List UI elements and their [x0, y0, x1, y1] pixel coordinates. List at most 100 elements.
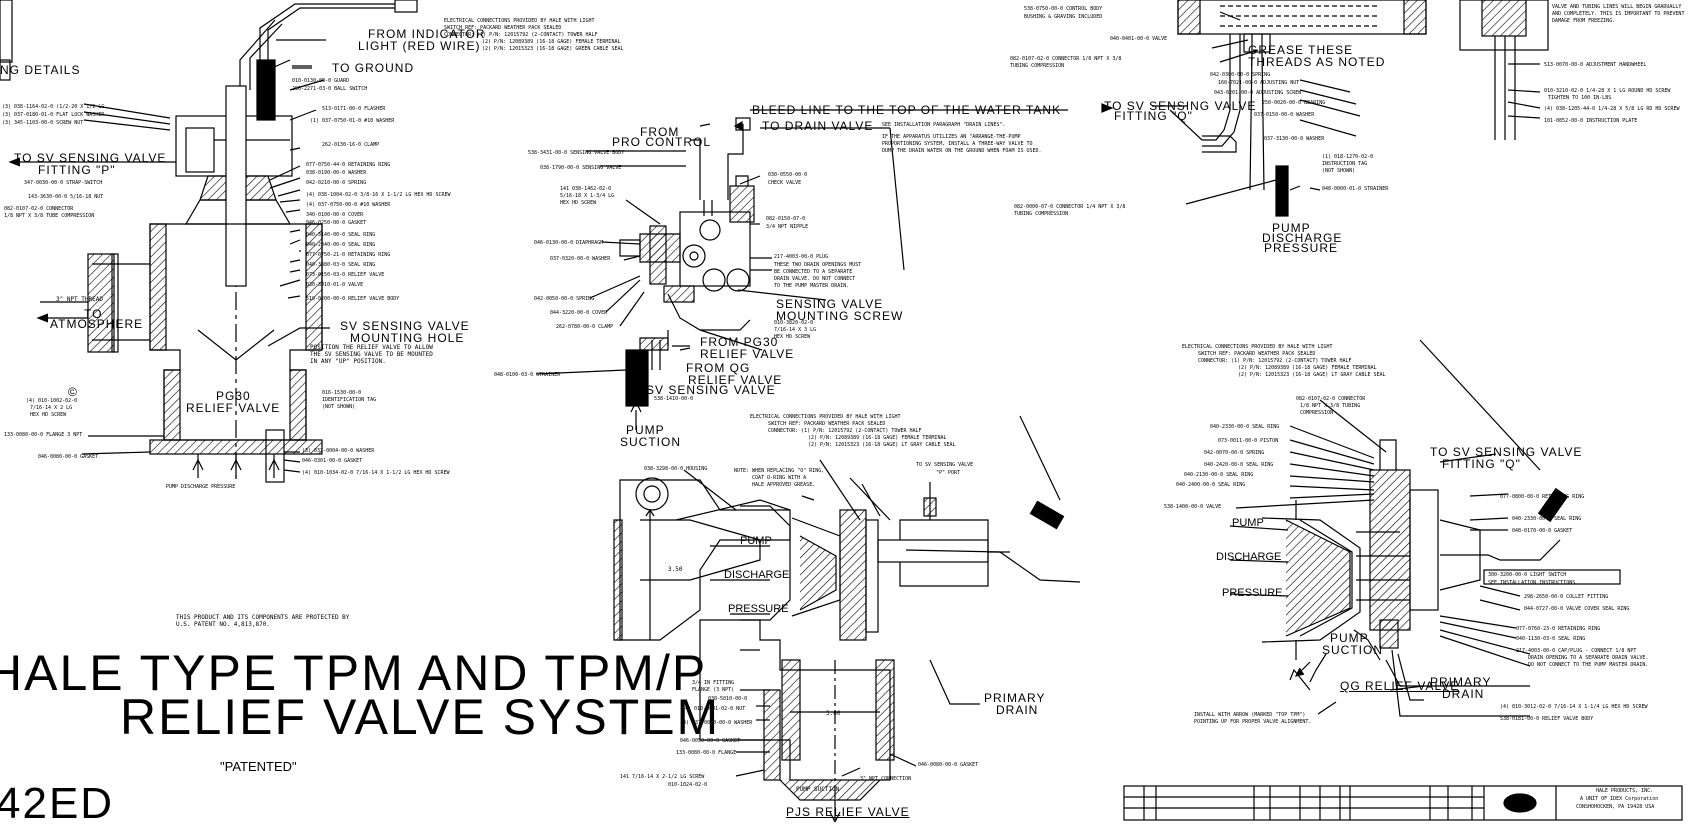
rb-pump-suction-1: PUMP [1330, 631, 1369, 645]
left-part-21: 077-0750-21-0 RETAINING RING [306, 252, 391, 258]
left-part-32: IDENTIFICATION TAG [322, 397, 377, 403]
rt-part-5: 042-0300-00-0 SPRING [1210, 72, 1271, 78]
pg30-relief-label: RELIEF VALVE [186, 401, 281, 415]
to-sv-sensing-left-1: TO SV SENSING VALVE [14, 151, 167, 165]
install-note-2: IF THE APPARATUS UTILIZES AN "ARRANGE-TH… [882, 134, 1021, 140]
company-unit: A UNIT OF IDEX Corporation [1580, 796, 1659, 802]
sensing-valve-assembly [535, 109, 1068, 430]
left-part-25: 510-0200-00-0 RELIEF VALVE BODY [306, 296, 400, 302]
pjs-part-8: 141 7/16-14 X 2-1/2 LG SCREW [620, 774, 705, 780]
ct-part-5: 046-0130-00-0 DIAPHRAGM [534, 240, 604, 246]
rt-part-8: 250-0020-00-0 BEARING [1262, 100, 1326, 106]
left-part-27: 7/16-14 X 2 LG [30, 405, 73, 411]
left-part-17: 340-0100-00-0 COVER [306, 212, 364, 218]
ct-part-11: 030-0550-00-0 [768, 172, 808, 178]
rt-part-1: BUSHING & GRAVING INCLUDED [1024, 14, 1103, 20]
left-part-36: (4) 010-1034-02-0 7/16-14 X 1-1/2 LG HEX… [302, 470, 450, 476]
rb-part-7: 040-2130-00-0 SEAL RING [1184, 472, 1254, 478]
rt-part-15: (NOT SHOWN) [1322, 168, 1356, 174]
left-part-9: 513-0171-00-0 FLASHER [322, 106, 386, 112]
rb-part-20: (4) 010-3012-02-0 7/16-14 X 1-1/4 LG HEX… [1500, 704, 1648, 710]
left-part-16: (4) 037-0750-00-0 #10 WASHER [306, 202, 391, 208]
rt-part-0: 538-0750-00-0 CONTROL BODY [1024, 6, 1103, 12]
rb-part-16: 040-1130-03-0 SEAL RING [1516, 636, 1586, 642]
rt-part-10: 037-3130-00-0 WASHER [1264, 136, 1325, 142]
left-part-0: (3) 038-1164-02-0 (1/2-20 X 1/2 LG [2, 104, 105, 110]
sv-sensing-mount-1: SV SENSING VALVE [340, 319, 470, 333]
pump-discharge-top-right-3: PRESSURE [1264, 241, 1339, 255]
rt-note-1: VALVE AND TUBING LINES WILL BEGIN GRADUA… [1552, 4, 1682, 10]
rb-part-4: 073-0011-00-0 PISTON [1218, 438, 1279, 444]
drawing-title-line-2: RELIEF VALVE SYSTEM [120, 689, 721, 745]
pjs-grease-2: COAT O-RING WITH A [752, 475, 807, 481]
left-elec-note-2: SWITCH REF: PACKARD WEATHER PACK SEALED [444, 25, 562, 31]
ct-part-0: 538-3431-00-0 SENSING VALVE BODY [528, 150, 625, 156]
left-part-2: (3) 345-1103-00-0 SCREW NUT [2, 120, 84, 126]
ct-part-6: 037-0320-00-0 WASHER [550, 256, 611, 262]
left-part-15: (4) 038-1004-02-0 3/8-16 X 1-1/2 LG HEX … [306, 192, 451, 198]
rt-part-21: 101-0852-00-0 INSTRUCTION PLATE [1544, 118, 1638, 124]
rb-part-21: 538-0181-00-0 RELIEF VALVE BODY [1500, 716, 1594, 722]
left-part-14: 042-0210-00-0 SPRING [306, 180, 367, 186]
pjs-pump-suction: PUMP SUCTION [796, 786, 840, 793]
rb-elec-2: SWITCH REF: PACKARD WEATHER PACK SEALED [1198, 351, 1316, 357]
rt-note-3: DAMAGE FROM FREEZING. [1552, 18, 1616, 24]
install-note-1: SEE INSTALLATION PARAGRAPH "DRAIN LINES"… [882, 122, 1006, 128]
from-pro-control-1: FROM [640, 125, 680, 139]
rb-primary-drain-1: PRIMARY [1430, 675, 1492, 689]
rb-install-2: POINTING UP FOR PROPER VALVE ALIGNMENT. [1194, 719, 1312, 725]
left-part-10: (1) 037-0750-01-0 #10 WASHER [310, 118, 395, 124]
qg-relief-valve [1229, 339, 1621, 717]
left-part-5: 082-0107-02-0 CONNECTOR [4, 206, 74, 212]
to-sv-sensing-left-2: FITTING "P" [38, 163, 116, 177]
grease-label-1: GREASE THESE [1248, 43, 1354, 57]
from-qg-label: FROM QG [686, 361, 751, 375]
pjs-part-9: 010-1024-02-0 [668, 782, 708, 788]
sv-note-3: IN ANY "UP" POSITION. [310, 358, 386, 365]
left-part-28: HEX HD SCREW [30, 412, 67, 418]
from-pg30-label: FROM PG30 [700, 335, 779, 349]
to-label: TO [84, 307, 103, 321]
ct-part-18: HEX HD SCREW [774, 334, 811, 340]
sv-sensing-valve-label: SV SENSING VALVE [646, 383, 776, 397]
ct-part-16: 010-3820-02-0 [774, 320, 814, 326]
rb-primary-drain-2: DRAIN [1442, 687, 1485, 701]
rb-to-sv-2: FITTING "Q" [1442, 457, 1521, 471]
left-part-24: 030-3010-01-0 VALVE [306, 282, 364, 288]
pjs-part-6: 046-0050-00-0 GASKET [680, 738, 741, 744]
ct-part-9: 262-0780-00-0 CLAMP [556, 324, 614, 330]
pjs-primary-drain-1: PRIMARY [984, 691, 1046, 705]
pjs-part-3: 038-5010-00-0 [708, 696, 748, 702]
rb-switch-2: SEE INSTALLATION INSTRUCTIONS [1488, 580, 1576, 586]
left-part-33: (NOT SHOWN) [322, 404, 356, 410]
rb-pressure-label: PRESSURE [1222, 587, 1283, 599]
ct-part-14: 3/4 NPT NIPPLE [766, 224, 809, 230]
left-elec-note-3: CONNECTOR: (1) P/N: 12015792 (2-CONTACT)… [444, 32, 598, 38]
drain-note-3: DRAIN VALVE. DO NOT CONNECT [774, 276, 856, 282]
drawing-number: 42ED [0, 779, 115, 828]
rt-part-7: 043-0201-00-0 ADJUSTING SCREW [1214, 90, 1302, 96]
rt-note-2: AND COMPLETELY. THIS IS IMPORTANT TO PRE… [1552, 11, 1685, 17]
rb-part-17: 217-4003-00-0 CAP/PLUG - CONNECT 1/8 NPT [1516, 648, 1637, 654]
pjs-part-2: FLANGE (3 NPT) [692, 687, 735, 693]
ct-part-4: HEX HD SCREW [560, 200, 597, 206]
rb-install-1: INSTALL WITH ARROW (MARKED "TOP TPM") [1194, 712, 1306, 718]
pjs-npt: 3" NPT CONNECTION [860, 776, 912, 782]
pjs-part-10: 046-0080-00-0 GASKET [918, 762, 979, 768]
pjs-elec-1: ELECTRICAL CONNECTIONS PROVIDED BY HALE … [750, 414, 901, 420]
left-part-19: 040-3140-00-0 SEAL RING [306, 232, 376, 238]
from-qg-relief: RELIEF VALVE [688, 373, 783, 387]
pjs-to-sv-2: "P" PORT [936, 470, 961, 476]
pjs-part-1: 3/4 IN FITTING [692, 680, 735, 686]
left-elec-note-5: (2) P/N: 12015323 (16-18 GAGE) GREEN CAB… [482, 46, 624, 52]
left-part-23: 073-0150-03-0 RELIEF VALVE [306, 272, 385, 278]
from-pg30-relief: RELIEF VALVE [700, 347, 795, 361]
ct-part-17: 7/16-14 X 3 LG [774, 327, 817, 333]
to-ground-label: TO GROUND [332, 61, 415, 75]
rt-part-17: 513-0070-00-0 ADJUSTMENT HANDWHEEL [1544, 62, 1647, 68]
pjs-part-0: 038-3298-00-0 HOUSING [644, 466, 708, 472]
pjs-part-7: 133-0080-00-0 FLANGE [676, 750, 737, 756]
sensing-valve-mount-1: SENSING VALVE [776, 297, 884, 311]
pjs-pump-label: PUMP [740, 535, 772, 547]
from-indicator-label-1: FROM INDICATOR [368, 27, 486, 41]
